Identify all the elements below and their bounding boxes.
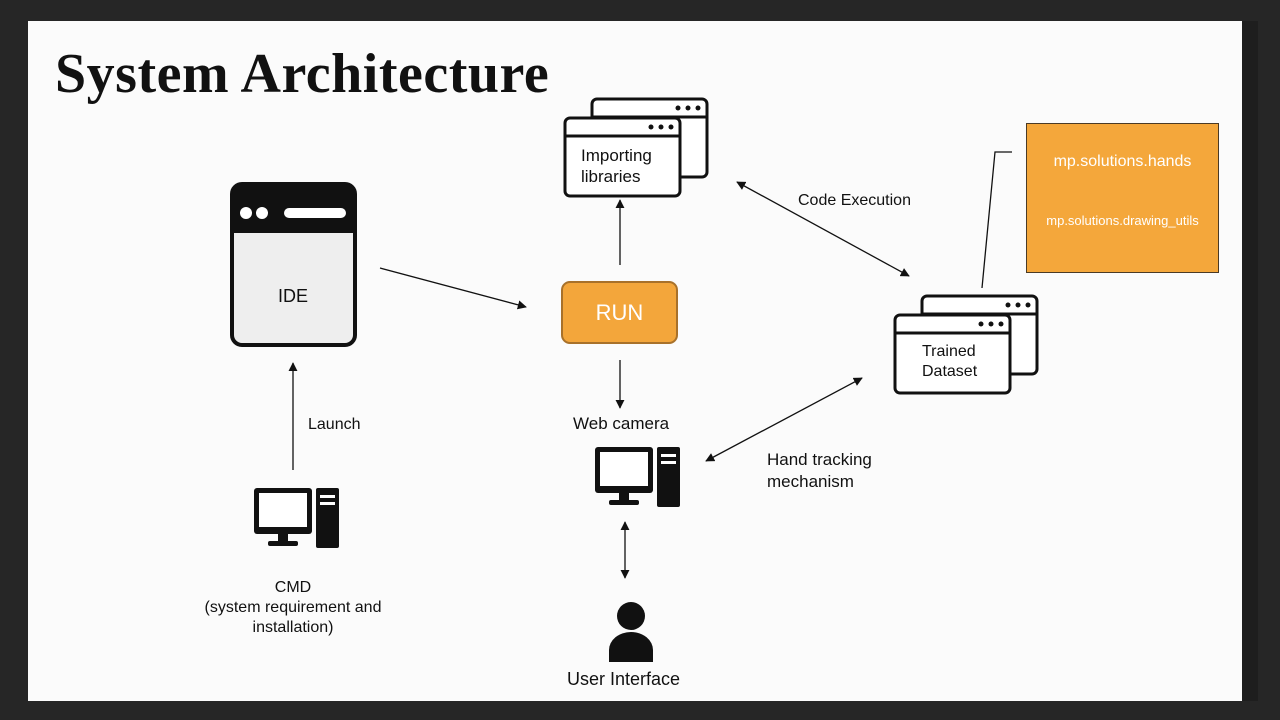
run-label: RUN <box>595 299 644 325</box>
cmd-label-line2: (system requirement and <box>204 599 382 616</box>
hand-tracking-label: Hand tracking mechanism <box>767 449 872 493</box>
cmd-label: CMD (system requirement and installation… <box>173 578 413 638</box>
run-node: RUN <box>561 281 678 344</box>
cmd-label-line1: CMD <box>274 579 312 596</box>
module-hands: mp.solutions.hands <box>1053 153 1192 170</box>
cmd-computer-icon <box>254 488 339 548</box>
dataset-label-line1: Trained <box>922 343 976 360</box>
cmd-label-line3: installation) <box>252 619 334 636</box>
launch-label: Launch <box>308 416 361 433</box>
webcam-computer-icon <box>595 447 680 507</box>
hand-tracking-label-line2: mechanism <box>767 472 854 491</box>
libraries-label-line2: libraries <box>581 167 641 186</box>
module-drawing-utils: mp.solutions.drawing_utils <box>1046 213 1199 228</box>
dataset-window-icon <box>893 294 1039 395</box>
slide-title: System Architecture <box>55 43 550 105</box>
connector-dataset-to-modules <box>981 151 1012 289</box>
arrow-ide-to-run <box>379 267 527 310</box>
libraries-label: Importing libraries <box>581 145 652 187</box>
user-interface-label: User Interface <box>567 669 681 689</box>
ide-window-icon <box>230 182 357 347</box>
window-edge <box>1242 21 1258 701</box>
libraries-window-icon <box>563 97 709 198</box>
arrow-code-execution <box>736 181 910 277</box>
arrow-hand-tracking <box>705 377 863 462</box>
dataset-label-line2: Dataset <box>922 363 978 380</box>
webcam-label: Web camera <box>573 414 670 433</box>
code-execution-label: Code Execution <box>798 192 911 209</box>
dataset-label: Trained Dataset <box>922 342 977 382</box>
libraries-label-line1: Importing <box>581 146 652 165</box>
hand-tracking-label-line1: Hand tracking <box>767 450 872 469</box>
user-icon <box>609 602 653 662</box>
modules-card: mp.solutions.hands mp.solutions.drawing_… <box>1026 123 1219 273</box>
ide-label: IDE <box>277 286 308 306</box>
